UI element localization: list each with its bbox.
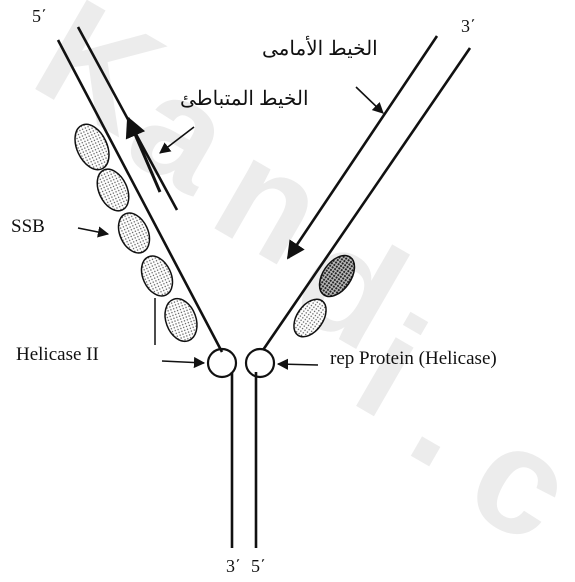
- rep-protein-pointer: [278, 364, 318, 365]
- leading-new-strand: [288, 36, 437, 258]
- ssb-pointer: [78, 228, 108, 234]
- rep-helicase-circle: [246, 349, 274, 377]
- end-label-top-left: 5΄: [32, 6, 47, 27]
- end-label-bottom-right: 5΄: [251, 556, 266, 577]
- helicase-ii-pointer: [162, 361, 204, 363]
- lagging-strand-label: الخيط المتباطئ: [180, 86, 309, 111]
- ssb-proteins-left: [68, 119, 202, 346]
- lagging-label-pointer: [160, 127, 194, 153]
- end-label-top-right: 3΄: [461, 16, 476, 37]
- ssb-label: SSB: [11, 216, 45, 238]
- rep-protein-label: rep Protein (Helicase): [330, 348, 497, 370]
- leading-strand-label: الخيط الأمامى: [262, 36, 378, 61]
- ssb-proteins-right: [287, 249, 361, 343]
- leading-label-pointer: [356, 87, 383, 113]
- helicase-ii-label: Helicase II: [16, 344, 99, 366]
- end-label-bottom-left: 3΄: [226, 556, 241, 577]
